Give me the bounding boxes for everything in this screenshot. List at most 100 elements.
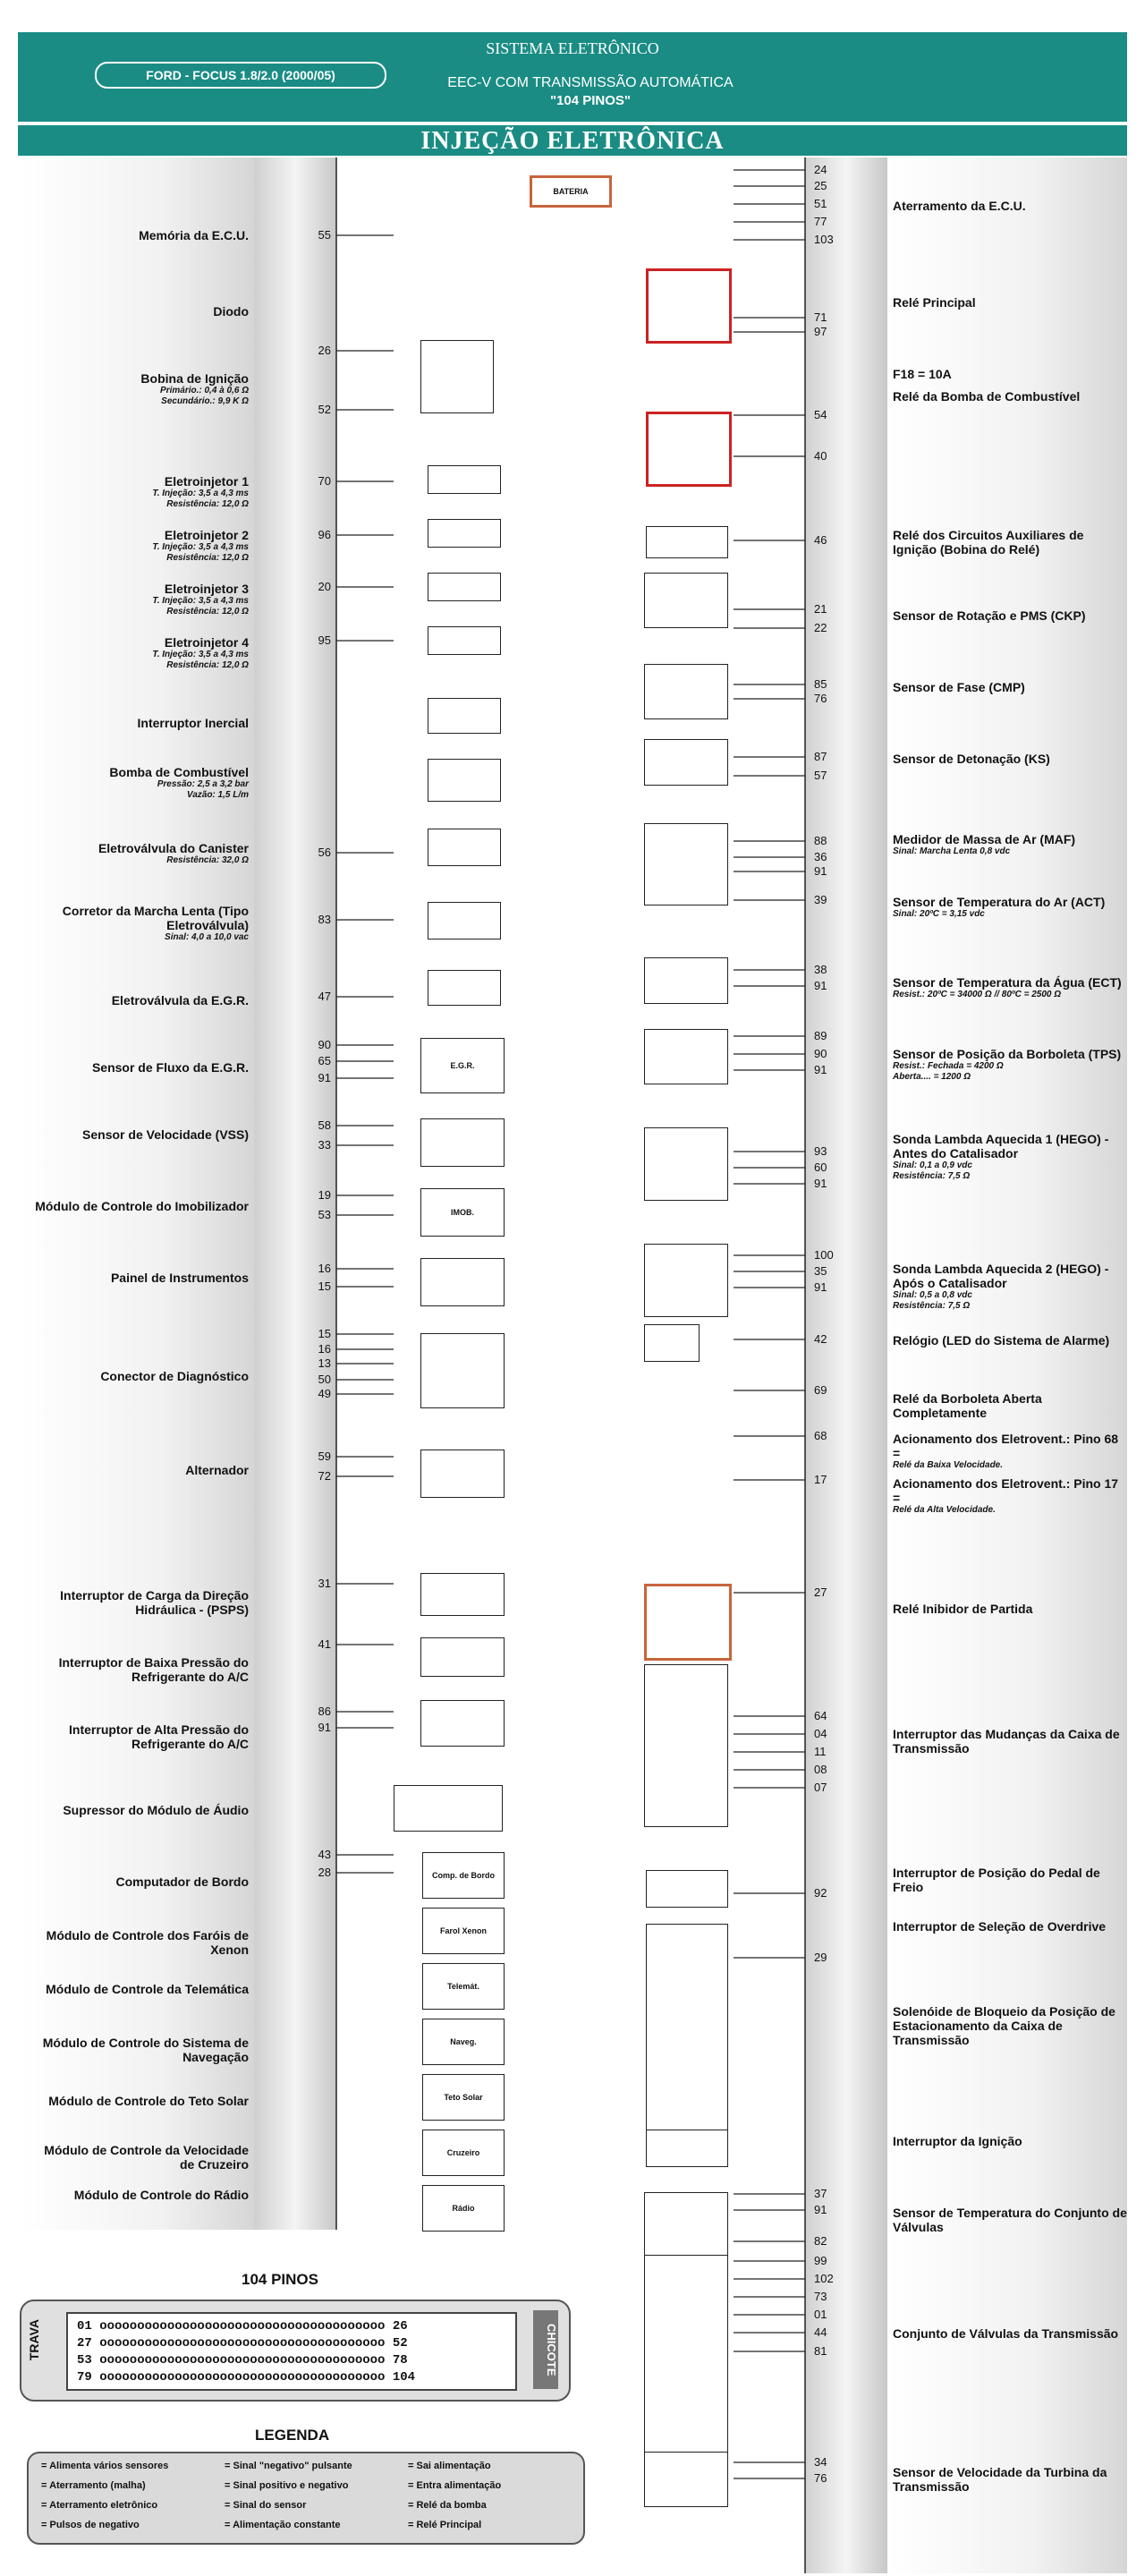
component-spec: Resistência: 32,0 Ω	[166, 855, 249, 865]
ecu-pin-number: 40	[814, 449, 827, 463]
component-name: Módulo de Controle da Telemática	[46, 1982, 249, 1996]
left-component-label: Supressor do Módulo de Áudio	[27, 1803, 249, 1817]
instrument-panel	[420, 1258, 505, 1306]
right-component-label: Sensor de Rotação e PMS (CKP)	[893, 608, 1127, 623]
ecu-pin-number: 91	[814, 2203, 827, 2216]
ecu-pin-number: 44	[814, 2325, 827, 2339]
component-name: Medidor de Massa de Ar (MAF)	[893, 832, 1076, 846]
ecu-pin-number: 90	[814, 1047, 827, 1060]
ecu-pin-number: 70	[318, 474, 331, 488]
component-spec: Pressão: 2,5 a 3,2 bar	[157, 779, 249, 789]
ecu-pin-number: 17	[814, 1473, 827, 1486]
component-spec: Sinal: 20ºC = 3,15 vdc	[893, 909, 985, 919]
right-pin-column	[805, 157, 887, 2573]
component-name: Sensor de Fase (CMP)	[893, 680, 1025, 694]
connector-row: 27 ooooooooooooooooooooooooooooooooooooo…	[77, 2336, 408, 2351]
ecu-pin-number: 20	[318, 580, 331, 593]
knock-sensor	[644, 739, 728, 786]
component-name: Acionamento dos Eletrovent.: Pino 68 =	[893, 1432, 1119, 1460]
connector-row: 01 ooooooooooooooooooooooooooooooooooooo…	[77, 2319, 408, 2334]
ecu-pin-number: 91	[814, 979, 827, 992]
main-relay	[646, 268, 732, 344]
component-name: Módulo de Controle do Imobilizador	[35, 1199, 249, 1213]
idle-valve	[428, 902, 501, 939]
right-component-label: Relé Inibidor de Partida	[893, 1602, 1127, 1616]
ecu-pin-number: 58	[318, 1118, 331, 1132]
ecu-pin-number: 22	[814, 621, 827, 634]
module-2: Telemát.	[422, 1963, 505, 2010]
component-spec: Sinal: 0,1 a 0,9 vdc	[893, 1160, 972, 1170]
legend-item: = Relé da bomba	[408, 2500, 487, 2511]
component-name: Painel de Instrumentos	[110, 1271, 249, 1285]
brake-pedal-switch	[646, 1870, 728, 1908]
component-name: Corretor da Marcha Lenta (Tipo Eletrovál…	[62, 904, 249, 932]
right-component-label: Sensor de Temperatura da Água (ECT)Resis…	[893, 975, 1127, 1000]
left-component-label: Alternador	[27, 1463, 249, 1477]
immobilizer-module: IMOB.	[420, 1188, 505, 1237]
component-name: Interruptor de Posição do Pedal de Freio	[893, 1866, 1100, 1894]
ecu-pin-number: 24	[814, 163, 827, 176]
component-name: Sensor de Temperatura da Água (ECT)	[893, 975, 1122, 990]
ecu-pin-number: 31	[318, 1577, 331, 1590]
legend-item: = Pulsos de negativo	[41, 2520, 140, 2530]
ecu-pin-number: 76	[814, 692, 827, 705]
right-component-label: Conjunto de Válvulas da Transmissão	[893, 2326, 1127, 2341]
right-component-label: Aterramento da E.C.U.	[893, 199, 1127, 213]
left-component-label: Corretor da Marcha Lenta (Tipo Eletrovál…	[27, 904, 249, 943]
component-name: Eletroinjetor 1	[164, 474, 249, 489]
ecu-pin-number: 83	[318, 913, 331, 926]
ecu-pin-number: 55	[318, 228, 331, 242]
ecu-pin-number: 64	[814, 1709, 827, 1722]
legend-item: = Sinal do sensor	[225, 2500, 307, 2511]
component-name: F18 = 10A	[893, 367, 952, 381]
ecu-pin-number: 100	[814, 1248, 834, 1262]
component-spec: Vazão: 1,5 L/m	[186, 790, 249, 800]
component-name: Bomba de Combustível	[109, 765, 249, 779]
header-title: SISTEMA ELETRÔNICO	[486, 39, 659, 57]
ac-high-pressure-switch	[420, 1700, 505, 1747]
component-name: Eletroválvula da E.G.R.	[111, 993, 249, 1007]
ecu-pin-number: 29	[814, 1951, 827, 1964]
legend-item: = Alimentação constante	[225, 2520, 341, 2530]
ecu-pin-number: 38	[814, 963, 827, 976]
left-component-label: Módulo de Controle dos Faróis de Xenon	[27, 1928, 249, 1957]
egr-flow-sensor: E.G.R.	[420, 1038, 505, 1093]
ecu-pin-number: 49	[318, 1387, 331, 1400]
ecu-pin-number: 41	[318, 1637, 331, 1651]
component-name: Diodo	[213, 304, 249, 319]
ecu-pin-number: 68	[814, 1429, 827, 1442]
component-spec: Resistência: 12,0 Ω	[166, 499, 249, 509]
component-spec: Aberta.... = 1200 Ω	[893, 1072, 971, 1082]
maf-sensor	[644, 823, 728, 905]
component-spec: T. Injeção: 3,5 a 4,3 ms	[152, 596, 249, 606]
hego-1	[644, 1127, 728, 1201]
component-name: Conjunto de Válvulas da Transmissão	[893, 2326, 1119, 2341]
connector-harness-label: CHICOTE	[533, 2310, 558, 2389]
component-spec: Resistência: 7,5 Ω	[893, 1171, 971, 1181]
canister-valve	[428, 829, 501, 866]
ecu-pin-number: 42	[814, 1332, 827, 1346]
left-component-label: Interruptor de Alta Pressão do Refrigera…	[27, 1722, 249, 1751]
ecu-pin-number: 25	[814, 179, 827, 192]
ecu-pin-number: 16	[318, 1262, 331, 1275]
legend-item: = Relé Principal	[408, 2520, 482, 2530]
ecu-pin-number: 93	[814, 1144, 827, 1158]
legend-title: LEGENDA	[255, 2427, 330, 2444]
component-spec: T. Injeção: 3,5 a 4,3 ms	[152, 542, 249, 552]
header-subtitle: EEC-V COM TRANSMISSÃO AUTOMÁTICA	[447, 75, 734, 90]
ecu-pin-number: 34	[814, 2455, 827, 2469]
component-name: Módulo de Controle dos Faróis de Xenon	[46, 1928, 249, 1957]
right-component-label: Sensor de Temperatura do Ar (ACT)Sinal: …	[893, 895, 1127, 920]
legend-item: = Aterramento (malha)	[41, 2480, 146, 2491]
component-spec: Sinal: Marcha Lenta 0,8 vdc	[893, 846, 1011, 856]
ecu-pin-number: 85	[814, 677, 827, 691]
ecu-pin-number: 77	[814, 215, 827, 228]
ecu-pin-number: 01	[814, 2308, 827, 2321]
component-name: Sensor de Temperatura do Conjunto de Vál…	[893, 2206, 1127, 2234]
fuel-injector	[428, 519, 501, 548]
left-component-label: Conector de Diagnóstico	[27, 1369, 249, 1383]
component-name: Memória da E.C.U.	[139, 228, 249, 242]
left-label-column	[18, 157, 254, 2230]
left-component-label: Interruptor Inercial	[27, 716, 249, 730]
audio-suppressor	[394, 1785, 503, 1832]
